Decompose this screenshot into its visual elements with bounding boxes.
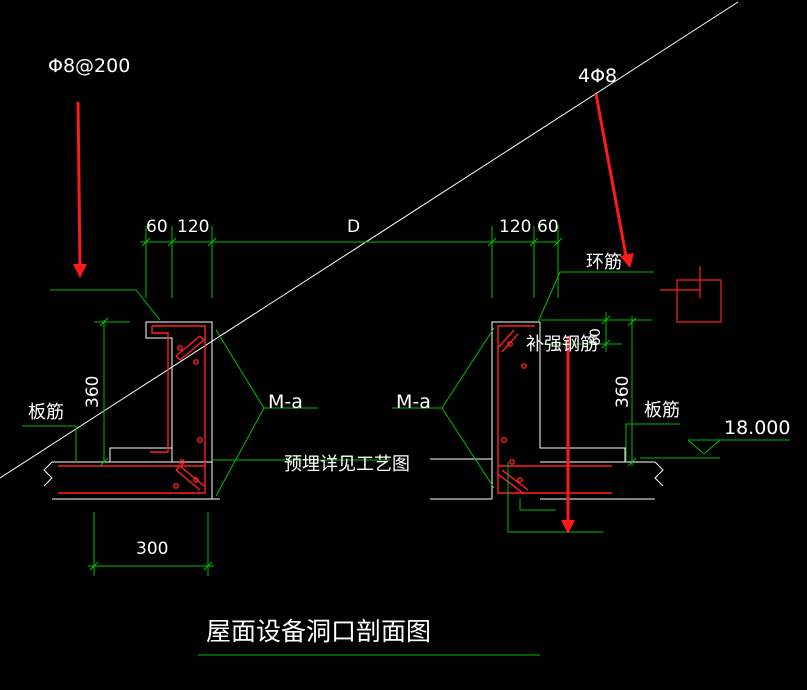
member-right-label: M-a [396, 391, 431, 413]
dimension-lines [22, 226, 790, 576]
dim-opening-d: D [347, 217, 360, 237]
section-mark [660, 266, 722, 323]
embed-note-label: 预埋详见工艺图 [284, 454, 410, 475]
left-rebar [58, 325, 206, 494]
diagonal-line [0, 1, 739, 479]
callout-arrows [73, 93, 634, 534]
left-curb-outline [109, 321, 213, 499]
dim-left-120: 120 [177, 217, 209, 237]
slab-lines [43, 458, 664, 500]
dim-bottom-300: 300 [136, 539, 168, 559]
dim-left-60: 60 [146, 217, 168, 237]
dim-right-60: 60 [537, 217, 559, 237]
dim-height-left: 360 [83, 376, 103, 408]
rebar-left-label: Φ8@200 [48, 55, 130, 77]
dim-small-right: 60 [588, 328, 604, 346]
right-curb-outline [491, 321, 626, 499]
right-rebar [497, 325, 612, 495]
slab-bar-right-label: 板筋 [644, 400, 680, 421]
dim-height-right: 360 [613, 376, 633, 408]
member-left-label: M-a [268, 391, 303, 413]
ring-bar-label: 环筋 [586, 252, 622, 273]
reinforce-bar-label: 补强钢筋 [526, 334, 598, 355]
elevation-label: 18.000 [724, 417, 790, 439]
rebar-right-label: 4Φ8 [578, 65, 617, 87]
drawing-title: 屋面设备洞口剖面图 [206, 617, 431, 646]
slab-bar-left-label: 板筋 [28, 402, 64, 423]
dim-right-120: 120 [499, 217, 531, 237]
